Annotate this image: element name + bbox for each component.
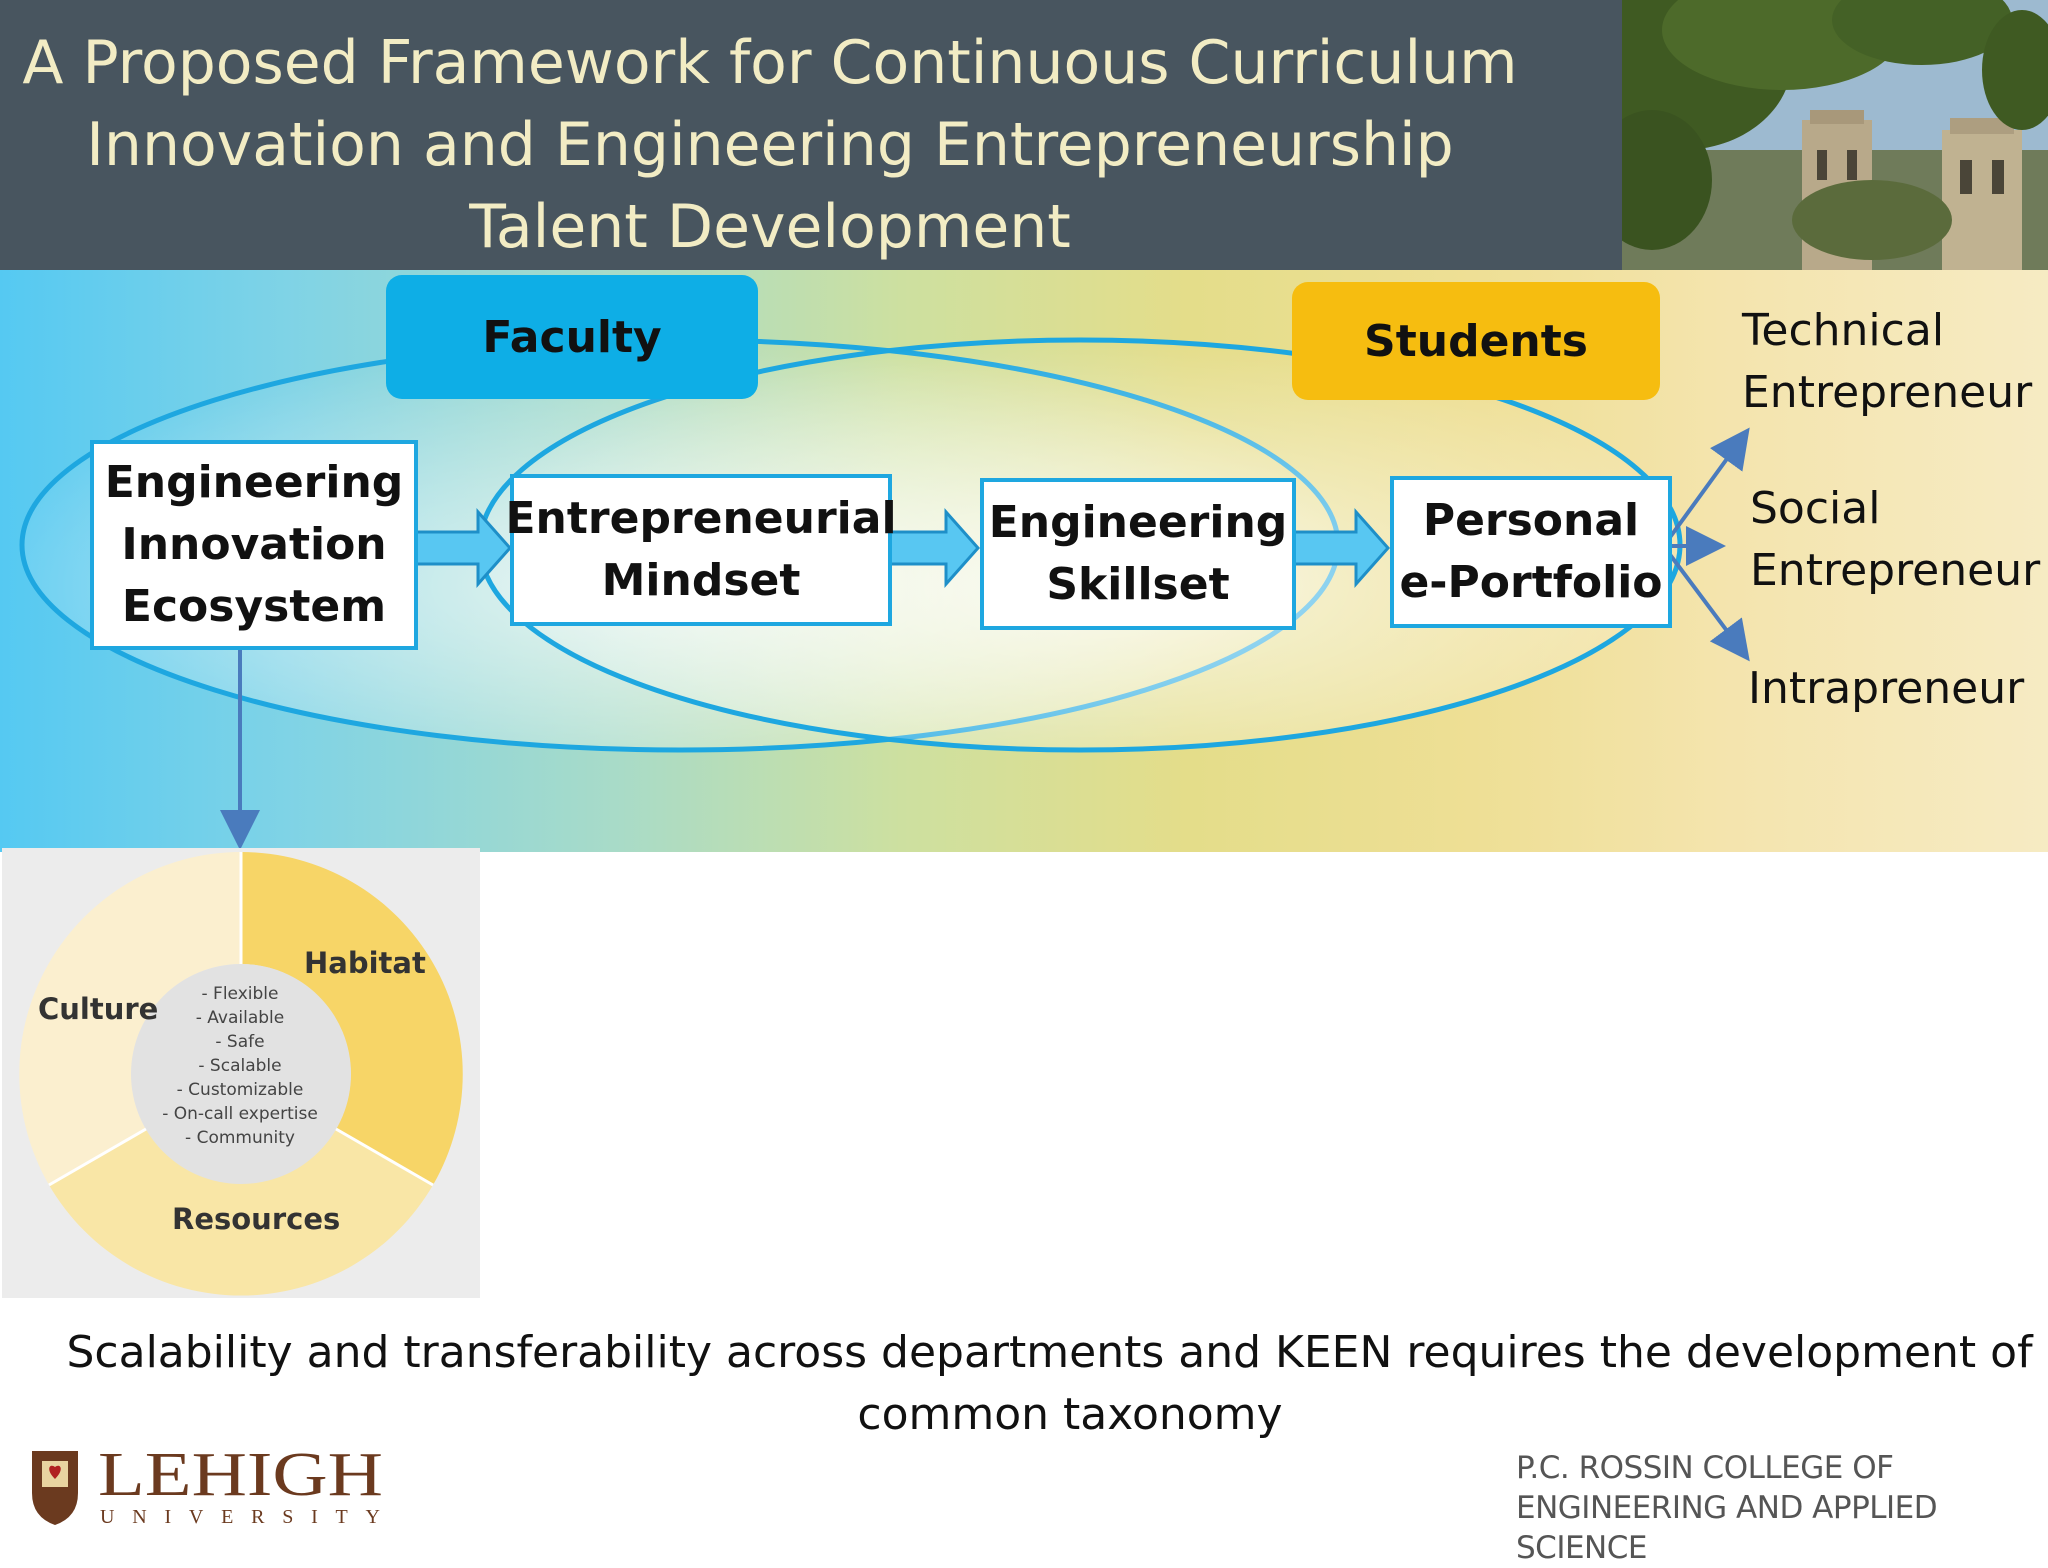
box-line: e-Portfolio [1399, 557, 1663, 608]
ecosystem-ring-diagram [2, 848, 480, 1298]
feature-item: - Available [195, 1008, 285, 1028]
feature-item: - Safe [215, 1032, 265, 1052]
arrow-to-technical [1666, 427, 1750, 542]
feature-item: - Flexible [201, 984, 279, 1004]
box-line: Personal [1422, 495, 1640, 546]
box-line: Innovation [121, 519, 387, 570]
box-line: Engineering [988, 497, 1288, 548]
outcome-line: Social [1750, 483, 1881, 534]
ecosystem-core [131, 964, 351, 1184]
outcome-line: Entrepreneur [1742, 367, 2033, 418]
college-line: P.C. ROSSIN COLLEGE OF [1516, 1450, 1894, 1486]
feature-item: - Scalable [198, 1056, 282, 1076]
habitat-label: Habitat [304, 946, 426, 980]
culture-label: Culture [38, 992, 159, 1026]
logo-word: LEHIGH [98, 1445, 383, 1509]
arrow-to-intrapreneur [1666, 550, 1750, 662]
campus-photo [1622, 0, 2048, 270]
feature-item: - Community [185, 1128, 295, 1148]
college-line: ENGINEERING AND APPLIED SCIENCE [1516, 1490, 1938, 1566]
engineering-skillset-box: Engineering Skillset [980, 478, 1296, 630]
slide-title: A Proposed Framework for Continuous Curr… [22, 28, 1518, 262]
resources-segment [49, 1129, 433, 1296]
arrow-mindset-to-skillset [886, 508, 981, 588]
students-tag: Students [1292, 282, 1660, 400]
outcome-intrapreneur: Intrapreneur [1748, 658, 2024, 720]
box-line: Entrepreneurial [505, 493, 897, 544]
outcome-social-entrepreneur: Social Entrepreneur [1750, 478, 2040, 602]
outcome-line: Technical [1742, 305, 1945, 356]
title-bar: A Proposed Framework for Continuous Curr… [0, 0, 1622, 270]
taxonomy-statement: Scalability and transferability across d… [40, 1322, 2048, 1446]
box-line: Skillset [1046, 559, 1230, 610]
college-name: P.C. ROSSIN COLLEGE OF ENGINEERING AND A… [1516, 1448, 2036, 1568]
arrow-skillset-to-portfolio [1290, 508, 1391, 588]
outcome-line: Entrepreneur [1750, 545, 2041, 596]
outcome-technical-entrepreneur: Technical Entrepreneur [1742, 300, 2032, 424]
personal-e-portfolio-box: Personal e-Portfolio [1390, 476, 1672, 628]
feature-item: - On-call expertise [162, 1104, 318, 1124]
habitat-segment [241, 852, 463, 1185]
box-line: Ecosystem [121, 581, 387, 632]
box-line: Engineering [104, 457, 404, 508]
ecosystem-feature-list: - Flexible - Available - Safe - Scalable… [140, 982, 340, 1150]
lehigh-logo: LEHIGH UNIVERSITY [28, 1441, 388, 1528]
feature-item: - Customizable [176, 1080, 304, 1100]
outcome-line: Intrapreneur [1748, 663, 2025, 714]
entrepreneurial-mindset-box: Entrepreneurial Mindset [505, 474, 897, 626]
box-line: Mindset [601, 555, 801, 606]
statement-line: common taxonomy [857, 1389, 1283, 1440]
culture-segment [19, 852, 242, 1185]
engineering-innovation-ecosystem-box: Engineering Innovation Ecosystem [90, 440, 418, 650]
arrow-ecosystem-to-mindset [412, 508, 513, 588]
resources-label: Resources [172, 1202, 341, 1236]
statement-line: Scalability and transferability across d… [66, 1327, 2048, 1378]
faculty-tag: Faculty [386, 275, 758, 399]
